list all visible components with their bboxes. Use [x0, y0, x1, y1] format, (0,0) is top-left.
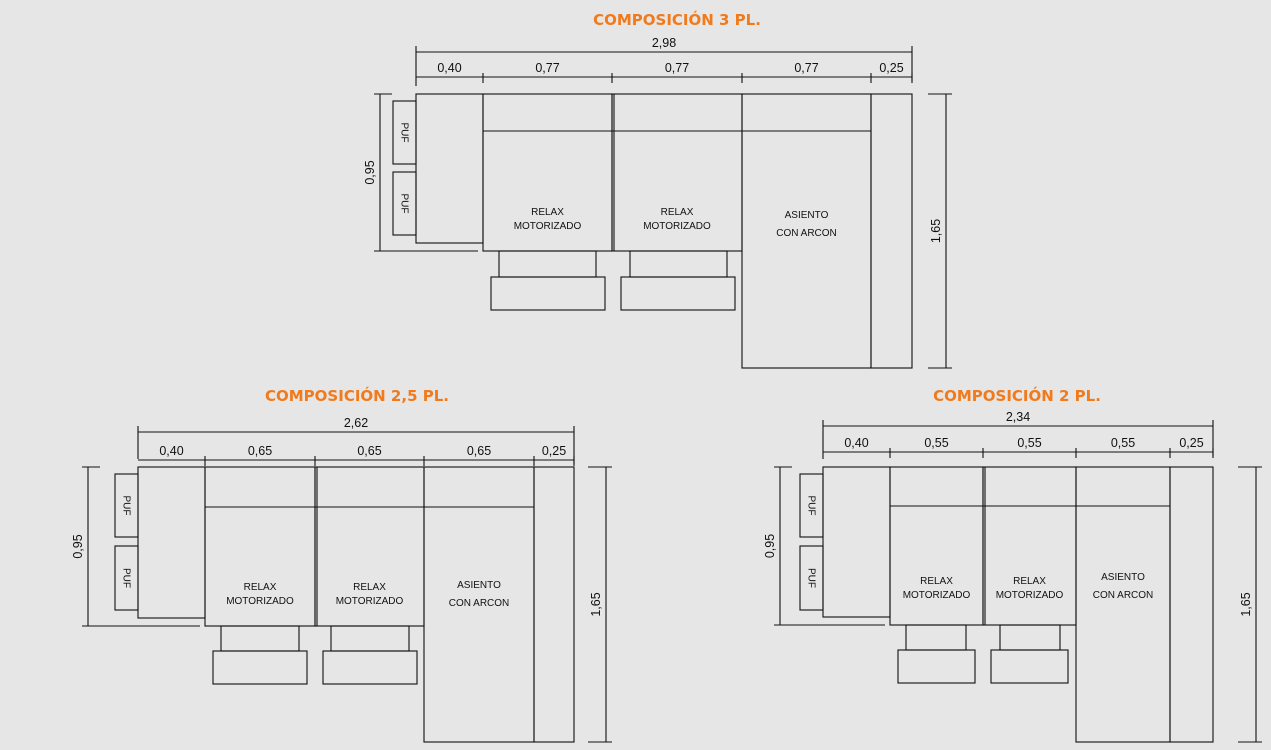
segment-width-label: 0,40 [159, 444, 183, 458]
segment-width-label: 0,77 [665, 61, 689, 75]
right-arm [1169, 466, 1214, 743]
segment-width-label: 0,25 [542, 444, 566, 458]
footrest [620, 276, 736, 311]
puf-label: PUF [398, 123, 409, 143]
segment-width-label: 0,77 [535, 61, 559, 75]
total-width-label: 2,34 [1006, 410, 1030, 424]
composition-title: COMPOSICIÓN 3 PL. [593, 10, 761, 29]
module-label: RELAX [920, 576, 953, 587]
footrest [897, 649, 976, 684]
composition-title: COMPOSICIÓN 2 PL. [933, 386, 1101, 405]
chaise-length-label: 1,65 [1239, 592, 1253, 616]
footrest [490, 276, 606, 311]
composition-2: COMPOSICIÓN 2 PL. RELAX MOTORIZADO RELAX MOT… [763, 386, 1262, 743]
chaise-seat [1075, 466, 1171, 743]
footrest [990, 649, 1069, 684]
module-label: ASIENTO [457, 580, 501, 591]
depth-label: 0,95 [763, 534, 777, 558]
puf [392, 100, 417, 165]
puf [114, 545, 139, 611]
module-label: RELAX [244, 582, 277, 593]
chaise-length-label: 1,65 [929, 219, 943, 243]
puf [799, 545, 824, 611]
depth-label: 0,95 [363, 160, 377, 184]
puf-label: PUF [120, 568, 131, 588]
composition-0: COMPOSICIÓN 3 PL. RELAX MOTORIZADO RELAX MOT… [363, 10, 952, 369]
segment-width-label: 0,65 [467, 444, 491, 458]
module-label: RELAX [353, 582, 386, 593]
segment-width-label: 0,55 [1017, 436, 1041, 450]
puf-label: PUF [120, 496, 131, 516]
segment-width-label: 0,25 [879, 61, 903, 75]
footrest-mechanism [330, 625, 410, 652]
left-arm [822, 466, 891, 618]
puf [392, 171, 417, 236]
left-arm [415, 93, 484, 244]
composition-title: COMPOSICIÓN 2,5 PL. [265, 386, 449, 405]
total-width-label: 2,62 [344, 416, 368, 430]
puf [799, 473, 824, 538]
module-label: MOTORIZADO [903, 590, 971, 601]
module-label: MOTORIZADO [514, 221, 582, 232]
composition-1: COMPOSICIÓN 2,5 PL. RELAX MOTORIZADO RELAX M… [71, 386, 612, 743]
segment-width-label: 0,25 [1179, 436, 1203, 450]
footrest [322, 650, 418, 685]
footrest [212, 650, 308, 685]
right-arm [870, 93, 913, 369]
segment-width-label: 0,65 [248, 444, 272, 458]
module-label: CON ARCON [1093, 590, 1154, 601]
module-label: RELAX [531, 207, 564, 218]
footrest-mechanism [629, 250, 728, 278]
depth-label: 0,95 [71, 534, 85, 558]
footrest-mechanism [220, 625, 300, 652]
segment-width-label: 0,77 [794, 61, 818, 75]
puf-label: PUF [398, 194, 409, 214]
module-label: MOTORIZADO [226, 596, 294, 607]
segment-width-label: 0,40 [437, 61, 461, 75]
module-label: MOTORIZADO [996, 590, 1064, 601]
segment-width-label: 0,55 [1111, 436, 1135, 450]
module-label: ASIENTO [1101, 572, 1145, 583]
left-arm [137, 466, 206, 619]
chaise-length-label: 1,65 [589, 592, 603, 616]
relax-module [889, 466, 984, 626]
module-label: MOTORIZADO [643, 221, 711, 232]
module-label: CON ARCON [776, 228, 837, 239]
puf [114, 473, 139, 538]
footrest-mechanism [905, 624, 967, 651]
footrest-mechanism [498, 250, 597, 278]
puf-label: PUF [805, 568, 816, 588]
module-label: MOTORIZADO [336, 596, 404, 607]
segment-width-label: 0,40 [844, 436, 868, 450]
right-arm [533, 466, 575, 743]
segment-width-label: 0,55 [924, 436, 948, 450]
module-label: RELAX [1013, 576, 1046, 587]
puf-label: PUF [805, 496, 816, 516]
total-width-label: 2,98 [652, 36, 676, 50]
footrest-mechanism [999, 624, 1061, 651]
segment-width-label: 0,65 [357, 444, 381, 458]
module-label: CON ARCON [449, 598, 510, 609]
module-label: RELAX [661, 207, 694, 218]
relax-module [982, 466, 1077, 626]
module-label: ASIENTO [785, 210, 829, 221]
